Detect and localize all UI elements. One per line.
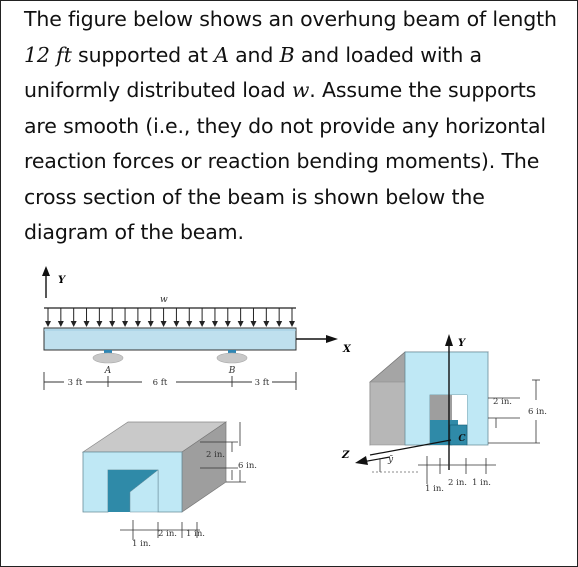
text-run: supported at [71,42,215,67]
load-arrowhead [109,321,116,327]
distributed-load-arrows [45,308,295,327]
math-symbol: B [279,42,295,67]
support-b-pin [228,350,236,355]
text-run: and loaded with a uniformly distributed … [24,42,482,103]
math-symbol: w [291,78,310,102]
section-right-y-label: Y [458,338,466,349]
centroid-marker [449,424,468,446]
support-b-label: B [228,366,236,376]
load-arrowhead [57,321,64,327]
load-label: w [160,295,168,305]
section-right-z-arrowhead [355,456,368,465]
span-dimensions [43,372,297,390]
support-b-base [216,352,248,364]
cross-section-left: 2 in. 6 in. 1 in. 2 in. 1 in. [81,421,257,549]
load-arrowhead [199,321,206,327]
support-a-pin [104,350,112,355]
load-arrowhead [237,321,244,327]
section-left-dim-bottom-3: 1 in. [186,529,205,539]
section-right-dim-top: 2 in. [493,397,512,407]
centroid-label: C [458,434,466,444]
beam-diagram: Y w X A B [42,266,352,390]
text-run: . Assume the supports are smooth (i.e., … [24,78,546,244]
load-arrowhead [160,321,167,327]
support-a-label: A [104,366,112,376]
y-axis-label: Y [58,275,66,286]
dim-middle-label: 6 ft [153,378,168,388]
load-arrowhead [173,321,180,327]
problem-statement: The figure below shows an overhung beam … [24,2,564,251]
load-arrowhead [122,321,129,327]
load-arrowhead [147,321,154,327]
math-symbol: 12 [24,42,57,67]
support-b [216,350,248,364]
dim-left-label: 3 ft [68,378,83,388]
section-left-dim-height: 6 in. [238,461,257,471]
x-axis-label: X [342,344,352,355]
math-symbol: ft [56,42,72,67]
load-arrowhead [263,321,270,327]
load-arrowhead [45,321,51,327]
problem-text: The figure below shows an overhung beam … [24,2,564,251]
load-arrowhead [96,321,103,327]
load-arrowhead [83,321,90,327]
math-symbol: A [214,42,229,67]
load-arrowhead [224,321,231,327]
section-right-dim-bottom-1: 1 in. [425,484,444,494]
load-arrowhead [134,321,141,327]
dim-right-label: 3 ft [255,378,270,388]
load-arrowhead [186,321,193,327]
section-right-z-axis [369,439,452,456]
load-arrowhead [250,321,257,327]
section-right-dim-bottom-3: 1 in. [472,478,491,488]
section-right-ybar-label: ȳ [387,455,394,465]
section-right-dim-height: 6 in. [528,407,547,417]
text-run: The figure below shows an overhung beam … [24,7,557,31]
cross-section-right: C Y Z ȳ 2 in. 6 in. [341,334,547,494]
section-right-dim-bottom-2: 2 in. [448,478,467,488]
load-arrowhead [70,321,77,327]
x-axis-arrowhead [326,335,338,343]
section-right-y-arrowhead [445,334,453,346]
load-arrowhead [289,321,295,327]
load-arrowhead [211,321,218,327]
load-arrowhead [276,321,283,327]
section-right-z-label: Z [341,450,350,461]
text-run: and [228,42,280,67]
section-left-dim-bottom-2: 2 in. [158,529,177,539]
support-a [92,350,124,364]
section-left-dim-top: 2 in. [206,450,225,460]
support-a-base [92,352,124,364]
section-left-cavity-shadow [108,470,158,512]
y-axis-arrowhead [42,266,50,276]
beam [43,327,297,351]
section-left-dim-bottom-1: 1 in. [132,539,151,549]
